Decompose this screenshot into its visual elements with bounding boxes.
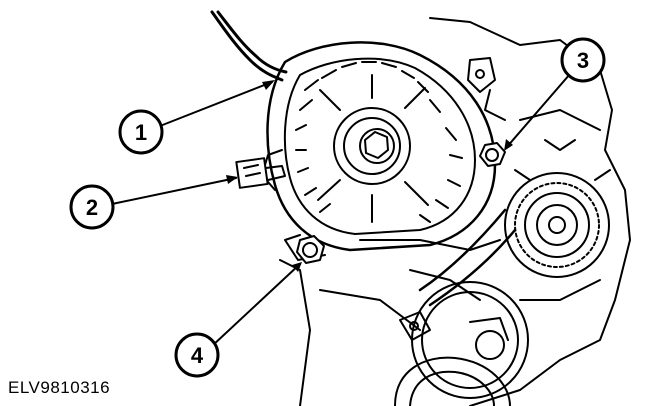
electrical-connector: [235, 157, 286, 189]
mounting-bolt-upper: [479, 142, 506, 167]
callout-2-number: 2: [86, 195, 98, 220]
tensioner-pulley: [504, 169, 611, 278]
callout-4-number: 4: [191, 343, 204, 368]
arrowhead-2: [226, 175, 238, 184]
leader-lines: [111, 73, 571, 347]
callout-1: 1: [118, 109, 164, 155]
arrowhead-1: [262, 80, 275, 90]
figure-code: ELV9810316: [8, 378, 111, 397]
wiring-harness: [210, 10, 288, 82]
callout-3: 3: [560, 37, 606, 83]
lower-pulley: [399, 281, 529, 399]
crank-pulley: [394, 356, 511, 406]
callout-2: 2: [69, 184, 115, 230]
arrowhead-4: [292, 262, 302, 272]
arrowhead-3: [504, 139, 513, 151]
drive-belt: [418, 208, 517, 307]
callout-3-number: 3: [577, 48, 589, 73]
callout-1-number: 1: [135, 120, 147, 145]
callout-4: 4: [174, 332, 220, 378]
mounting-bolt-lower: [296, 235, 325, 264]
alternator: [261, 41, 497, 261]
